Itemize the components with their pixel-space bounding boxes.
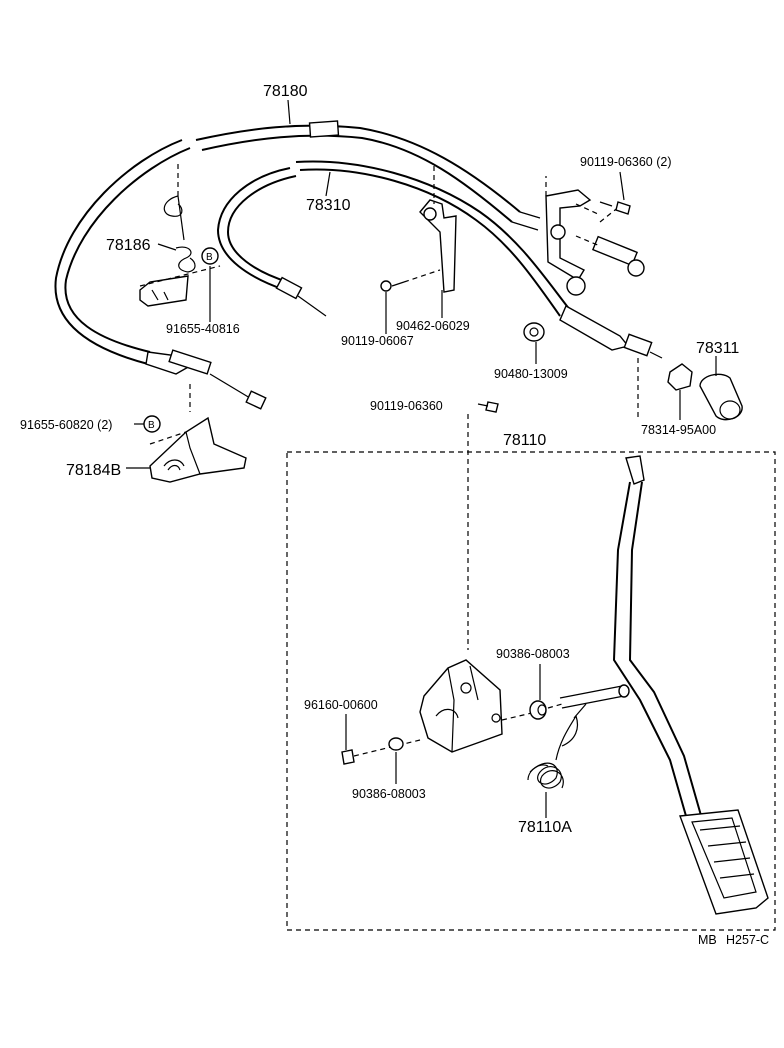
circle-b-marker-2: B xyxy=(143,415,161,433)
throttle-bracket xyxy=(545,189,645,296)
label-78186: 78186 xyxy=(106,237,151,254)
bolt-90119-06067 xyxy=(380,269,441,292)
label-78184B: 78184B xyxy=(66,462,121,479)
bracket-90462-06029 xyxy=(419,199,457,293)
circle-b-marker-1: B xyxy=(201,247,219,265)
bracket-78184B xyxy=(149,416,247,483)
label-90386-08003-top: 90386-08003 xyxy=(496,647,570,661)
cable-78310 xyxy=(216,160,663,359)
label-90386-08003-bottom: 90386-08003 xyxy=(352,787,426,801)
footer-code: H257-C xyxy=(726,933,769,947)
label-78180: 78180 xyxy=(263,83,308,100)
bushing-90386-08003-bottom xyxy=(388,737,404,751)
grommet-90480-13009 xyxy=(523,322,545,342)
label-90462-06029: 90462-06029 xyxy=(396,319,470,333)
footer-mb: MB xyxy=(698,933,717,947)
label-78314-95A00: 78314-95A00 xyxy=(641,423,716,437)
assembly-78110-box xyxy=(286,451,776,931)
label-78110: 78110 xyxy=(503,432,546,449)
pedal-78110 xyxy=(612,455,769,915)
label-96160-00600: 96160-00600 xyxy=(304,698,378,712)
svg-text:B: B xyxy=(148,420,155,431)
label-90119-06360: 90119-06360 xyxy=(370,399,443,413)
label-90480-13009: 90480-13009 xyxy=(494,367,568,381)
bolt-90119-06360-2 xyxy=(599,201,631,215)
bushing-90386-08003-top xyxy=(529,700,547,720)
label-leaders xyxy=(126,99,717,818)
label-78311: 78311 xyxy=(696,340,739,357)
cap-78311 xyxy=(699,373,743,421)
pedal-pivot-bracket xyxy=(419,659,503,753)
label-90119-06067: 90119-06067 xyxy=(341,334,414,348)
dashed-leaders-top xyxy=(139,164,639,650)
nut-96160-00600 xyxy=(341,739,421,765)
spring-78110A xyxy=(527,703,587,789)
pivot-shaft xyxy=(501,684,630,721)
label-78310: 78310 xyxy=(306,197,351,214)
bolt-90119-06360 xyxy=(477,401,499,413)
svg-text:B: B xyxy=(206,252,213,263)
part-labels: 78180 78310 78186 91655-40816 90119-0636… xyxy=(20,83,769,947)
label-90119-06360-2: 90119-06360 (2) xyxy=(580,155,672,169)
label-78110A: 78110A xyxy=(518,819,572,836)
label-91655-40816: 91655-40816 xyxy=(166,322,240,336)
cable-78180 xyxy=(54,120,541,410)
label-91655-60820-2: 91655-60820 (2) xyxy=(20,418,112,432)
clip-78314-95A00 xyxy=(667,363,693,391)
